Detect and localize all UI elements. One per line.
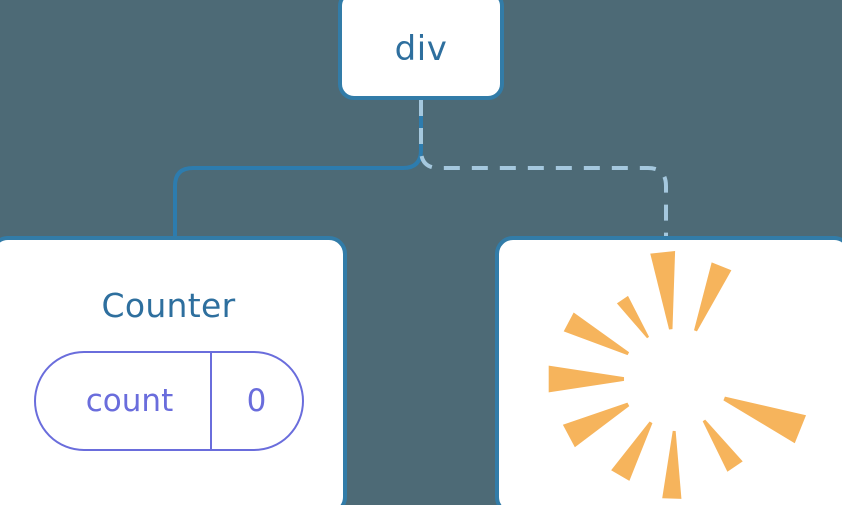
node-div[interactable]: div	[338, 0, 504, 100]
state-pill-count[interactable]: count 0	[33, 351, 304, 451]
edge-div-to-counter	[173, 98, 423, 242]
sparkle-ray-group	[548, 250, 806, 499]
node-sparkle[interactable]	[495, 236, 842, 505]
state-key-label: count	[85, 383, 174, 419]
node-counter-label: Counter	[101, 286, 236, 325]
sparkle-ray-9	[722, 396, 806, 443]
sparkle-burst-icon	[548, 250, 806, 499]
sparkle-ray-5	[562, 402, 629, 447]
sparkle-ray-2	[616, 295, 649, 338]
state-value-label: 0	[246, 383, 267, 419]
sparkle-ray-1	[649, 250, 675, 329]
node-div-label: div	[394, 29, 448, 69]
node-counter[interactable]: Counter count 0	[0, 236, 347, 505]
sparkle-ray-6	[610, 420, 652, 481]
sparkle-ray-8	[702, 419, 743, 472]
sparkle-ray-0	[693, 261, 731, 331]
state-pill-divider	[209, 353, 212, 449]
edge-div-to-sparkle	[419, 100, 668, 240]
sparkle-ray-3	[563, 312, 629, 355]
sparkle-ray-7	[661, 430, 681, 499]
sparkle-ray-4	[548, 365, 624, 392]
